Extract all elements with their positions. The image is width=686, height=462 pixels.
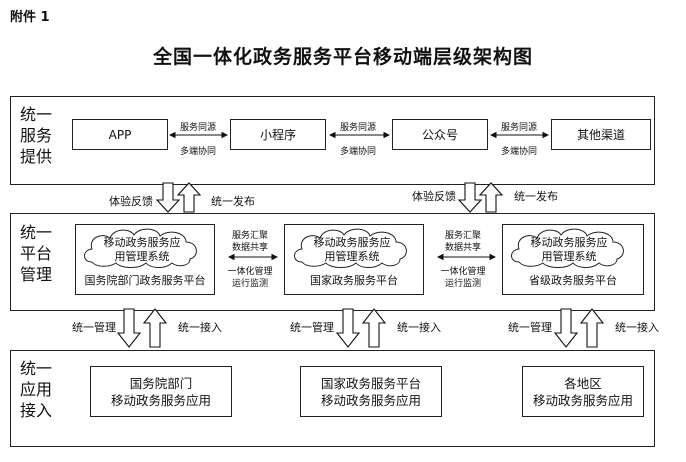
platform-link-1: 服务汇聚 数据共享 一体化管理 运行监测	[227, 231, 273, 289]
access-arrow-up	[361, 308, 387, 348]
channel-app: APP	[72, 119, 168, 150]
mgmt-system-3: 移动政务服务应用管理系统	[530, 236, 608, 263]
access-label-1: 统一接入	[178, 321, 222, 334]
layer-access-label: 统一应用接入	[20, 359, 53, 420]
mgmt-system-1: 移动政务服务应用管理系统	[103, 236, 181, 263]
channel-miniprogram: 小程序	[230, 119, 326, 150]
manage-label-2: 统一管理	[290, 321, 334, 334]
manage-arrow-down	[553, 308, 579, 348]
layer-service-label: 统一服务提供	[20, 105, 53, 166]
platform-link-2: 服务汇聚 数据共享 一体化管理 运行监测	[440, 231, 486, 289]
app-national: 国家政务服务平台移动政务服务应用	[300, 366, 442, 417]
mgmt-system-2: 移动政务服务应用管理系统	[313, 236, 391, 263]
channel-link-3: 服务同源 多端协同	[500, 123, 537, 157]
diagram-title: 全国一体化政务服务平台移动端层级架构图	[152, 46, 533, 68]
feedback-arrow-down	[457, 182, 483, 213]
access-arrow-up	[579, 308, 605, 348]
attachment-label: 附件 1	[10, 10, 50, 25]
access-arrow-up	[142, 308, 168, 348]
channel-link-2: 服务同源 多端协同	[339, 123, 376, 157]
app-state-council: 国务院部门移动政务服务应用	[90, 366, 232, 417]
publish-label-right: 统一发布	[514, 190, 558, 203]
feedback-label-right: 体验反馈	[412, 190, 456, 203]
channel-official-account: 公众号	[392, 119, 488, 150]
publish-label-left: 统一发布	[211, 195, 255, 208]
manage-arrow-down	[335, 308, 361, 348]
feedback-arrow-down	[155, 182, 181, 213]
layer-platform-label: 统一平台管理	[20, 223, 53, 284]
access-label-2: 统一接入	[397, 321, 441, 334]
manage-label-3: 统一管理	[508, 321, 552, 334]
publish-arrow-up	[478, 182, 504, 213]
app-regional: 各地区移动政务服务应用	[522, 366, 644, 417]
publish-arrow-up	[176, 182, 202, 213]
access-label-3: 统一接入	[615, 321, 659, 334]
channel-other: 其他渠道	[551, 119, 651, 150]
manage-label-1: 统一管理	[72, 321, 116, 334]
feedback-label-left: 体验反馈	[109, 195, 153, 208]
channel-link-1: 服务同源 多端协同	[179, 123, 216, 157]
